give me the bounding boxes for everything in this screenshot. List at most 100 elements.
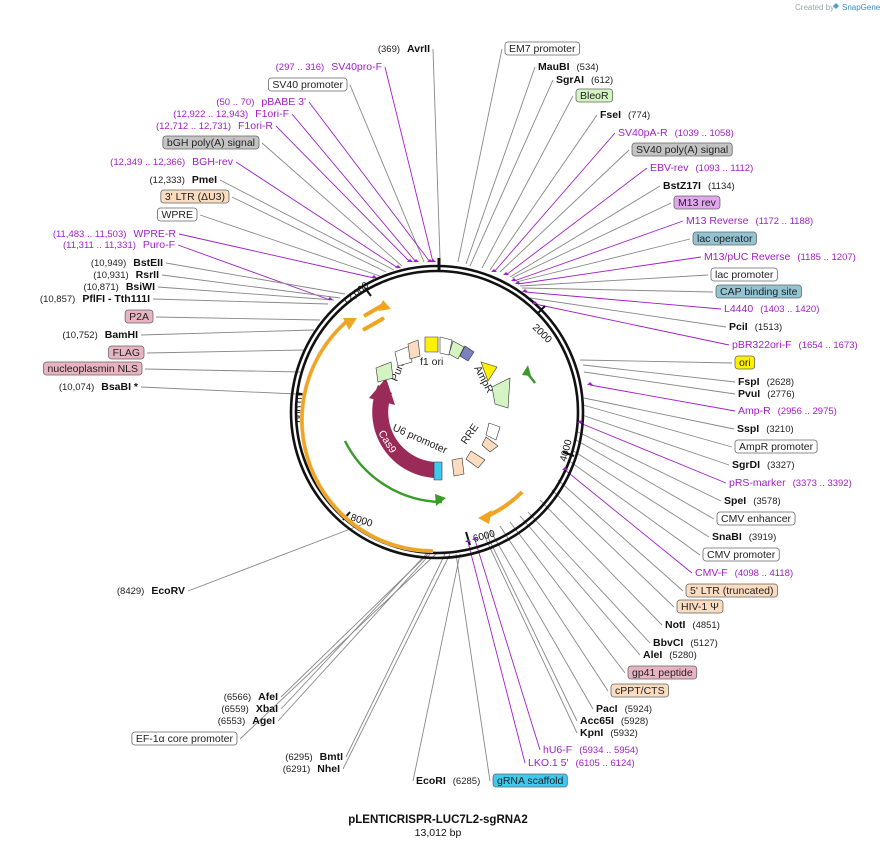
enzyme-label-pvui[interactable]: PvuI(2776) xyxy=(738,388,795,400)
backbone-inner-strand xyxy=(294,269,580,555)
enzyme-position: (612) xyxy=(591,75,613,86)
primer-label-ebv-rev[interactable]: EBV-rev(1093 .. 1112) xyxy=(650,162,753,174)
enzyme-label-avrii[interactable]: AvrII(369) xyxy=(378,43,430,55)
feature-label-lac-promoter[interactable]: lac promoter xyxy=(710,267,778,282)
enzyme-label-ecori[interactable]: EcoRI(6285) xyxy=(416,775,480,787)
enzyme-label-rsrii[interactable]: RsrII(10,931) xyxy=(93,269,159,281)
leader-line xyxy=(483,534,578,734)
leader-line xyxy=(345,553,446,758)
enzyme-label-sgrdi[interactable]: SgrDI(3327) xyxy=(732,459,794,471)
leader-line xyxy=(455,553,491,782)
leader-line xyxy=(219,179,395,271)
feature-label-lac-operator[interactable]: lac operator xyxy=(692,231,757,246)
primer-label-wpre-r[interactable]: WPRE-R(11,483 .. 11,503) xyxy=(53,228,177,240)
primer-site-marker xyxy=(503,272,509,275)
leader-line xyxy=(582,364,736,383)
feature-name: EF-1α core promoter xyxy=(136,733,234,745)
feature-label-sv40-poly-a-signal[interactable]: SV40 poly(A) signal xyxy=(631,142,733,157)
enzyme-label-sgrai[interactable]: SgrAI(612) xyxy=(556,74,613,86)
feature-label-sv40-promoter[interactable]: SV40 promoter xyxy=(267,77,348,92)
primer-label-amp-r[interactable]: Amp-R(2956 .. 2975) xyxy=(738,405,837,417)
enzyme-position: (8429) xyxy=(117,586,144,597)
feature-label-bgh-poly-a-signal[interactable]: bGH poly(A) signal xyxy=(162,135,260,150)
primer-label-f1ori-r[interactable]: F1ori-R(12,712 .. 12,731) xyxy=(156,120,273,132)
primer-label-bgh-rev[interactable]: BGH-rev(12,349 .. 12,366) xyxy=(110,156,234,168)
feature-label-hiv-1[interactable]: HIV-1 Ψ xyxy=(676,599,724,614)
enzyme-name: MauBI xyxy=(538,61,570,73)
enzyme-label-pflfi-tth111i[interactable]: PflFI - Tth111I(10,857) xyxy=(40,293,150,305)
enzyme-position: (6295) xyxy=(285,752,312,763)
enzyme-label-alei[interactable]: AleI(5280) xyxy=(643,649,697,661)
feature-label-cmv-promoter[interactable]: CMV promoter xyxy=(702,547,780,562)
feature-label-m13-rev[interactable]: M13 rev xyxy=(673,195,721,210)
feature-label-ampr-promoter[interactable]: AmpR promoter xyxy=(734,439,818,454)
enzyme-label-ecorv[interactable]: EcoRV(8429) xyxy=(117,585,185,597)
primer-label-prs-marker[interactable]: pRS-marker(3373 .. 3392) xyxy=(729,477,852,489)
feature-label-cmv-enhancer[interactable]: CMV enhancer xyxy=(716,511,796,526)
enzyme-label-bmti[interactable]: BmtI(6295) xyxy=(285,751,343,763)
primer-label-lko-1-5[interactable]: LKO.1 5'(6105 .. 6124) xyxy=(528,757,635,769)
enzyme-label-afei[interactable]: AfeI(6566) xyxy=(224,691,278,703)
primer-label-hu6-f[interactable]: hU6-F(5934 .. 5954) xyxy=(543,744,638,756)
feature-label-em7-promoter[interactable]: EM7 promoter xyxy=(504,41,580,56)
feature-label-3-ltr-u3[interactable]: 3' LTR (ΔU3) xyxy=(160,189,230,204)
primer-label-sv40pro-f[interactable]: SV40pro-F(297 .. 316) xyxy=(276,61,382,73)
enzyme-label-sspi[interactable]: SspI(3210) xyxy=(737,423,794,435)
cas9-feature[interactable] xyxy=(372,385,441,479)
enzyme-label-noti[interactable]: NotI(4851) xyxy=(665,619,720,631)
rre-label: RRE xyxy=(459,422,482,447)
feature-label-p2a[interactable]: P2A xyxy=(124,309,154,324)
enzyme-label-fsei[interactable]: FseI(774) xyxy=(600,109,650,121)
brand-name[interactable]: SnapGene xyxy=(842,3,881,12)
enzyme-label-bsiwi[interactable]: BsiWI(10,871) xyxy=(83,281,155,293)
primer-label-m13-puc-reverse[interactable]: M13/pUC Reverse(1185 .. 1207) xyxy=(704,251,856,263)
enzyme-label-nhei[interactable]: NheI(6291) xyxy=(283,763,340,775)
primer-label-sv40pa-r[interactable]: SV40pA-R(1039 .. 1058) xyxy=(618,127,734,139)
primer-position: (1172 .. 1188) xyxy=(755,216,813,227)
enzyme-position: (5928) xyxy=(621,716,648,727)
primer-label-l4440[interactable]: L4440(1403 .. 1420) xyxy=(724,303,819,315)
primer-label-pbr322ori-f[interactable]: pBR322ori-F(1654 .. 1673) xyxy=(732,339,858,351)
enzyme-label-kpni[interactable]: KpnI(5932) xyxy=(580,727,638,739)
feature-label-grna-scaffold[interactable]: gRNA scaffold xyxy=(492,773,568,788)
enzyme-name: KpnI xyxy=(580,727,603,739)
feature-label-flag[interactable]: FLAG xyxy=(108,345,145,360)
leader-line xyxy=(513,220,684,282)
enzyme-label-paci[interactable]: PacI(5924) xyxy=(596,703,652,715)
feature-label-cap-binding-site[interactable]: CAP binding site xyxy=(715,284,802,299)
primer-position: (5934 .. 5954) xyxy=(579,745,638,756)
primer-label-m13-reverse[interactable]: M13 Reverse(1172 .. 1188) xyxy=(686,215,813,227)
primer-label-puro-f[interactable]: Puro-F(11,311 .. 11,331) xyxy=(63,239,175,251)
primer-label-pbabe-3[interactable]: pBABE 3'(50 .. 70) xyxy=(216,96,306,108)
enzyme-label-fspi[interactable]: FspI(2628) xyxy=(738,376,794,388)
enzyme-label-snabi[interactable]: SnaBI(3919) xyxy=(712,531,776,543)
primer-label-f1ori-f[interactable]: F1ori-F(12,922 .. 12,943) xyxy=(173,108,289,120)
enzyme-label-acc65i[interactable]: Acc65I(5928) xyxy=(580,715,648,727)
enzyme-label-pcii[interactable]: PciI(1513) xyxy=(729,321,782,333)
enzyme-label-spei[interactable]: SpeI(3578) xyxy=(724,495,781,507)
primer-position: (11,311 .. 11,331) xyxy=(63,240,136,251)
enzyme-label-bstz17i[interactable]: BstZ17I(1134) xyxy=(663,180,735,192)
feature-label-cppt-cts[interactable]: cPPT/CTS xyxy=(610,683,669,698)
feature-label-wpre[interactable]: WPRE xyxy=(157,207,198,222)
feature-name: AmpR promoter xyxy=(739,441,814,453)
feature-label-bleor[interactable]: BleoR xyxy=(575,88,614,103)
feature-badge xyxy=(492,773,568,788)
primer-label-cmv-f[interactable]: CMV-F(4098 .. 4118) xyxy=(695,567,793,579)
enzyme-label-xbai[interactable]: XbaI(6559) xyxy=(221,703,278,715)
enzyme-label-bbvci[interactable]: BbvCI(5127) xyxy=(653,637,718,649)
feature-label-nucleoplasmin-nls[interactable]: nucleoplasmin NLS xyxy=(43,361,143,376)
enzyme-position: (3327) xyxy=(767,460,794,471)
enzyme-label-bsabi[interactable]: BsaBI *(10,074) xyxy=(59,381,139,393)
enzyme-label-bsteii[interactable]: BstEII(10,949) xyxy=(91,257,163,269)
feature-name: 3' LTR (ΔU3) xyxy=(165,191,225,203)
feature-label-ori[interactable]: ori xyxy=(734,355,756,370)
enzyme-label-agei[interactable]: AgeI(6553) xyxy=(218,715,275,727)
primer-name: pBR322ori-F xyxy=(732,339,792,351)
feature-label-gp41-peptide[interactable]: gp41 peptide xyxy=(627,665,698,680)
enzyme-label-maubi[interactable]: MauBI(534) xyxy=(538,61,599,73)
enzyme-label-bamhi[interactable]: BamHI(10,752) xyxy=(62,329,138,341)
enzyme-label-pmei[interactable]: PmeI(12,333) xyxy=(150,174,218,186)
feature-label-ef-1-core-promoter[interactable]: EF-1α core promoter xyxy=(131,731,238,746)
feature-label-5-ltr-truncated[interactable]: 5' LTR (truncated) xyxy=(685,583,778,598)
